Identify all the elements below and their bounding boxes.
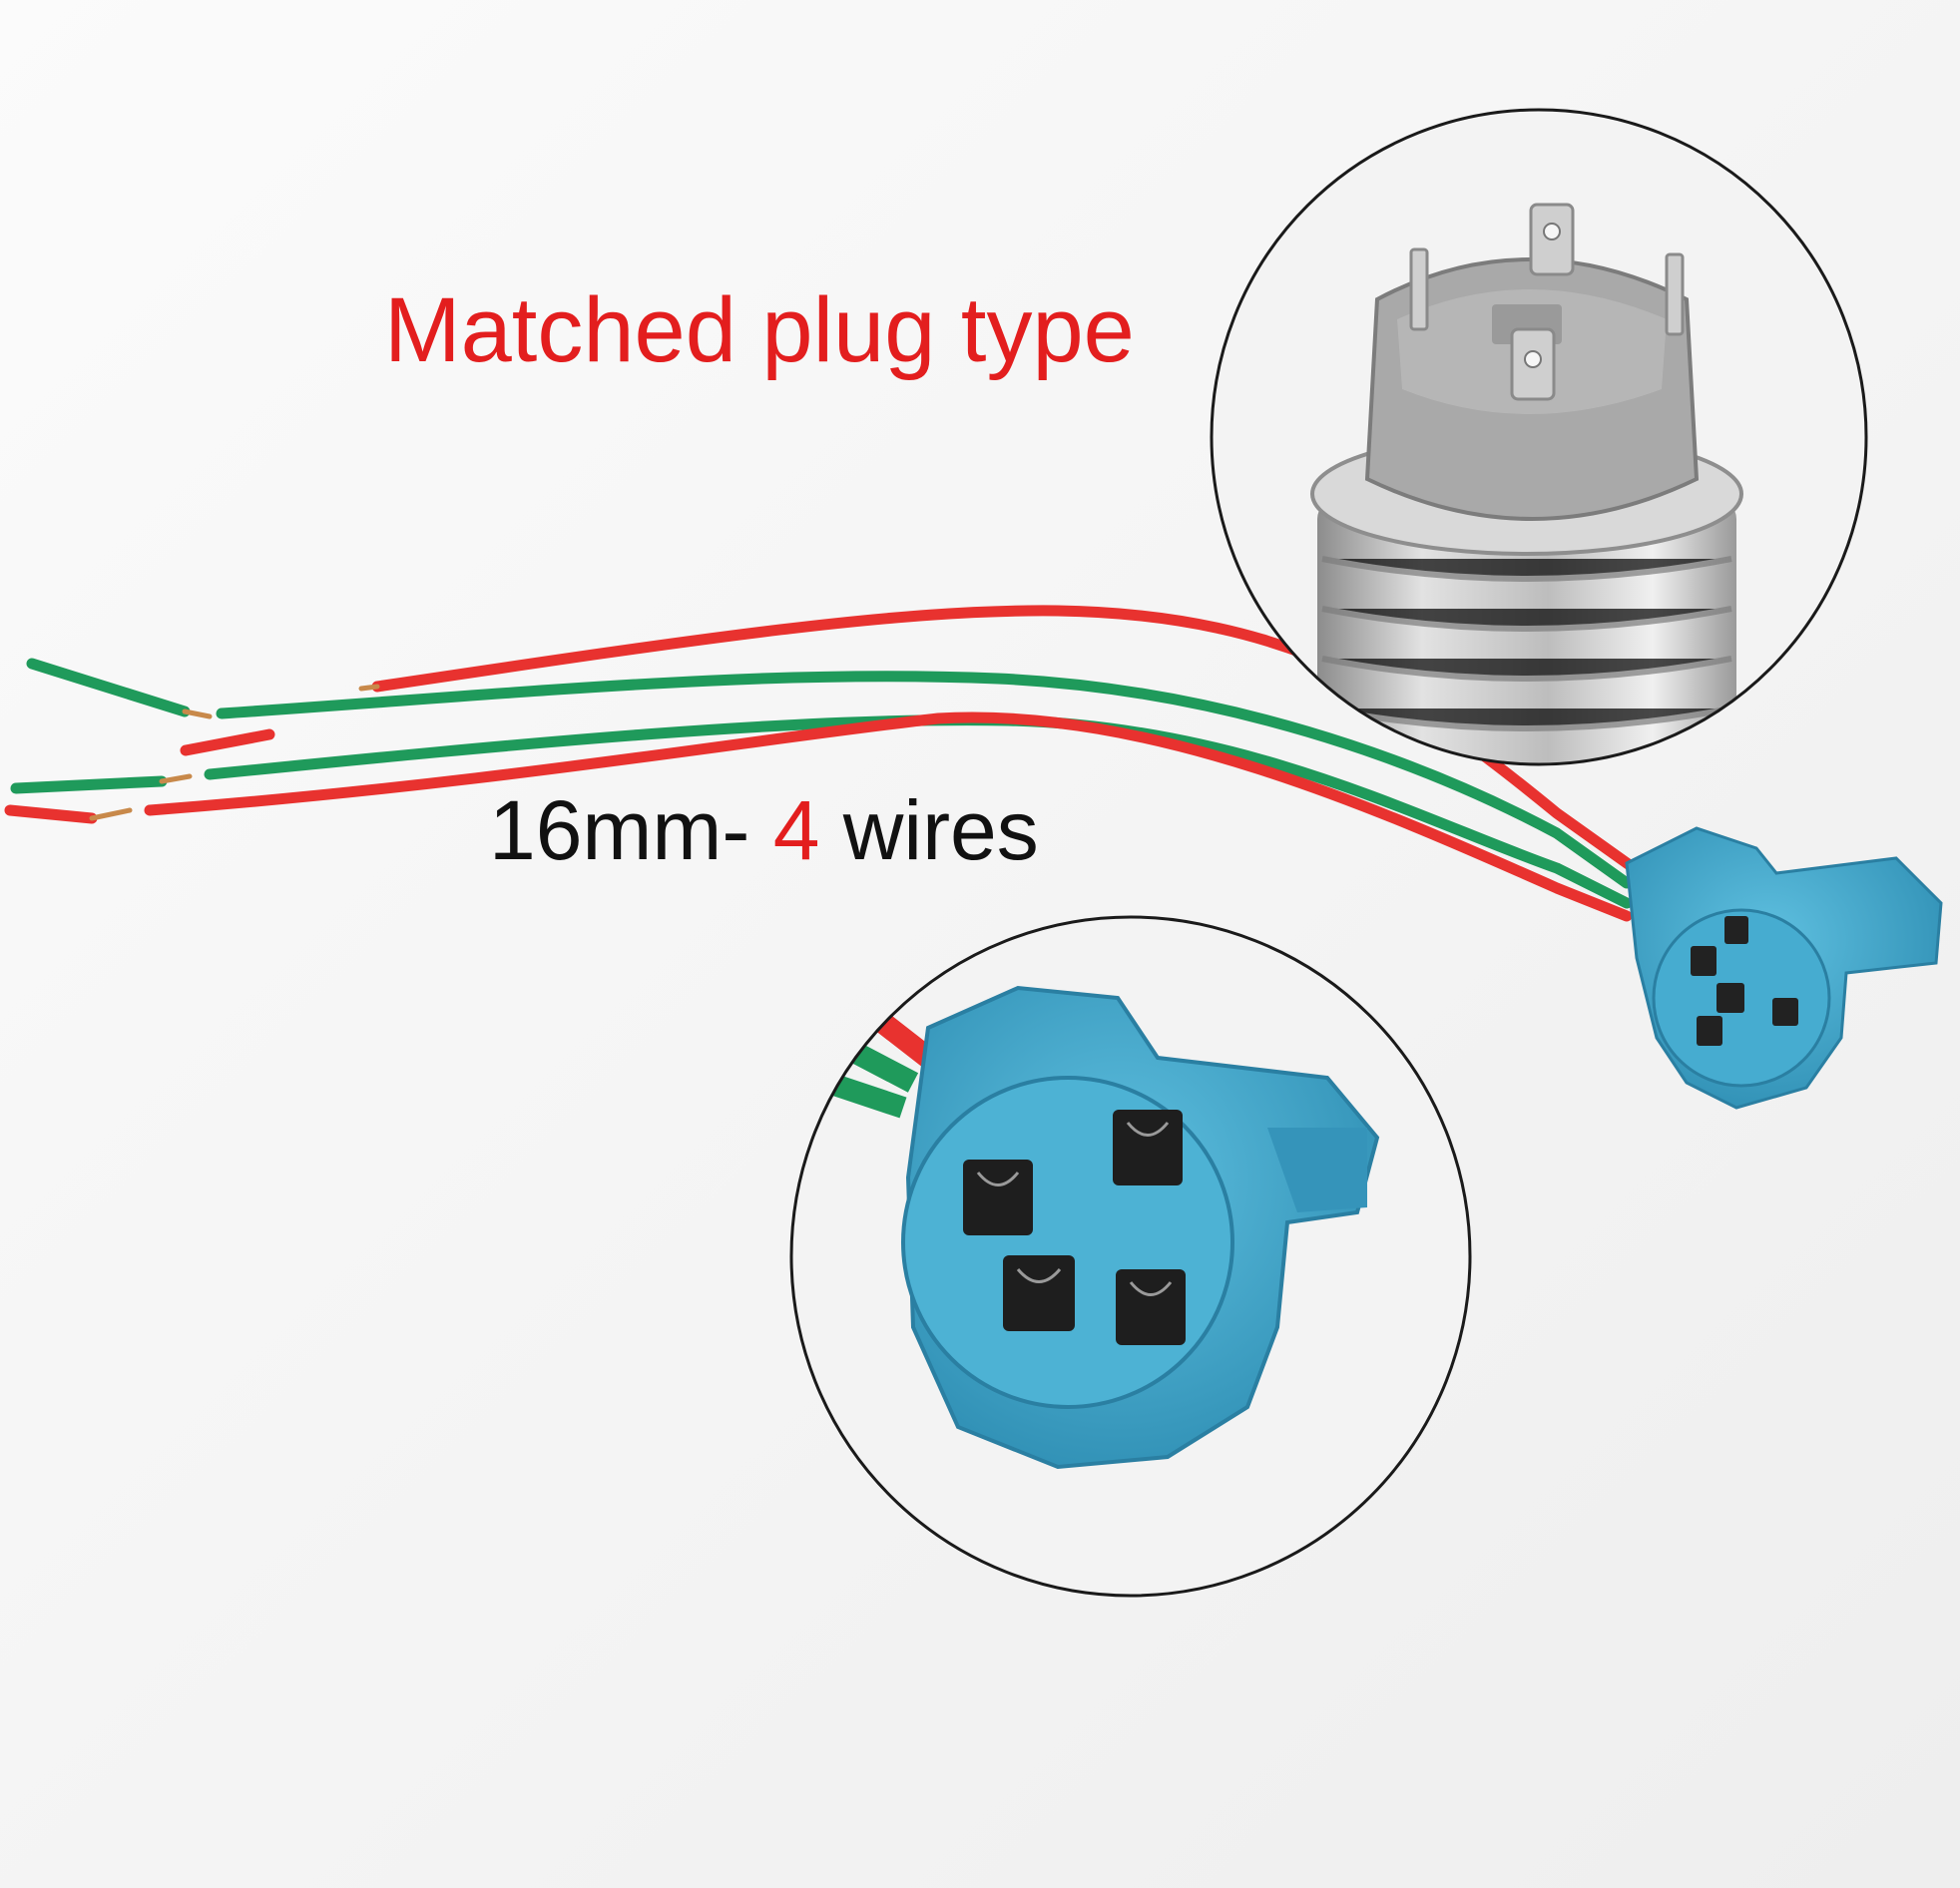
- wire-count: 4: [772, 783, 820, 877]
- zoom-connector-face: [901, 1076, 1234, 1409]
- size-label: 16mm-: [489, 783, 773, 877]
- red-wire-bottom-tip: [4, 804, 98, 824]
- connector-plug: [1625, 826, 1943, 1110]
- copper-ends: [89, 684, 380, 821]
- green-wire-upper-tip: [26, 658, 191, 717]
- red-wire-short-tip: [180, 728, 275, 756]
- wire-harness: [4, 605, 1643, 922]
- green-wire-lower-tip: [10, 775, 168, 794]
- green-wire-upper: [216, 671, 1633, 889]
- connector-pins: [1691, 916, 1798, 1046]
- connector-face-zoom: [789, 915, 1472, 1598]
- title-caption: Matched plug type: [384, 279, 1135, 381]
- zoom-circle-outline-top: [1210, 108, 1868, 766]
- switch-back-zoom: [1210, 108, 1868, 766]
- zoom-circle-outline-bottom: [789, 915, 1472, 1598]
- red-wire-bottom: [144, 711, 1633, 922]
- wire-count-caption: 16mm- 4 wires: [489, 788, 1039, 872]
- wires-label: wires: [819, 783, 1039, 877]
